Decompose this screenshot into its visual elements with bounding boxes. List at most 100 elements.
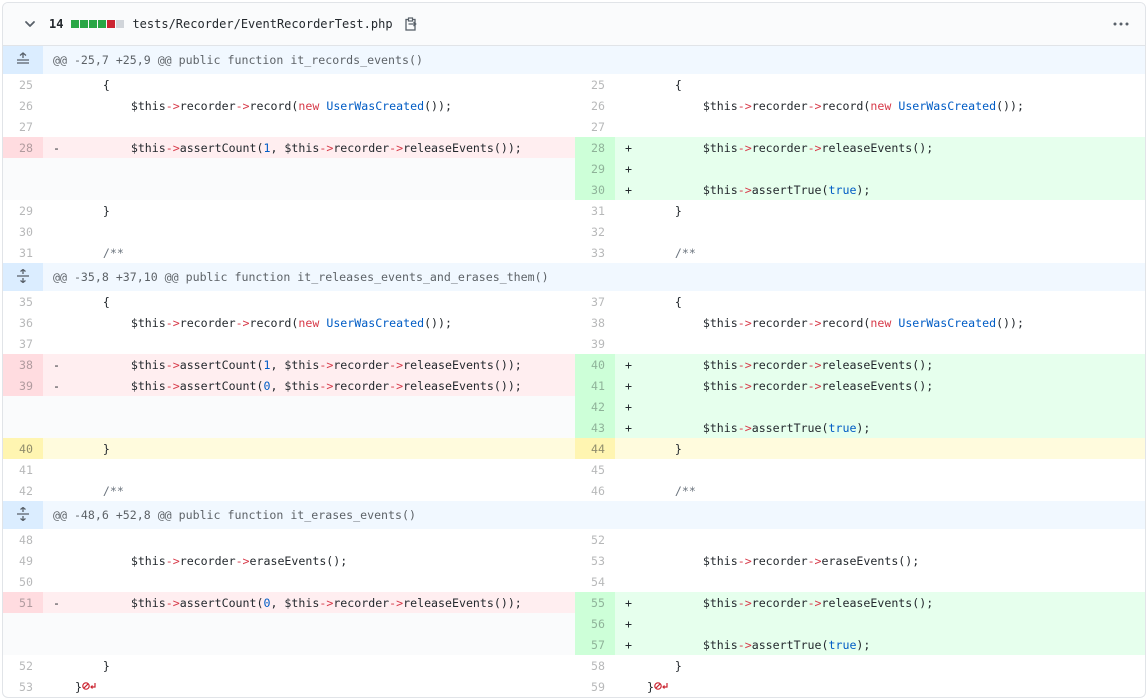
code-line-added: + $this->recorder->releaseEvents();: [615, 592, 1145, 613]
line-number-right[interactable]: 25: [591, 77, 605, 92]
line-number-right[interactable]: 54: [591, 574, 605, 589]
chevron-down-icon[interactable]: [21, 15, 39, 33]
line-number-right[interactable]: 26: [591, 98, 605, 113]
code-token: ->: [165, 315, 180, 330]
code-token: record(: [821, 98, 871, 113]
code-token: {: [75, 294, 110, 309]
code-token: {: [647, 294, 682, 309]
code-token: record(: [821, 315, 871, 330]
line-number-left[interactable]: 42: [19, 483, 33, 498]
diff-marker: +: [625, 637, 632, 652]
line-number-left[interactable]: 50: [19, 574, 33, 589]
code-line-left: [43, 571, 575, 592]
line-number-left[interactable]: 39: [3, 375, 43, 396]
line-number-left[interactable]: 38: [3, 354, 43, 375]
code-line-left: {: [43, 74, 575, 95]
code-token: $this: [75, 98, 166, 113]
kebab-horizontal-icon[interactable]: [1109, 12, 1133, 36]
line-number-right[interactable]: 33: [591, 245, 605, 260]
line-number-right[interactable]: 27: [591, 119, 605, 134]
code-line-right: }: [615, 676, 1145, 697]
line-number-right[interactable]: 44: [575, 438, 615, 459]
line-number-left[interactable]: 27: [19, 119, 33, 134]
line-number-right[interactable]: 30: [575, 179, 615, 200]
diff-row: 42 +: [3, 396, 1145, 417]
diff-row: 50 54: [3, 571, 1145, 592]
line-number-left[interactable]: 37: [19, 336, 33, 351]
line-number-right[interactable]: 29: [575, 158, 615, 179]
code-token: , $this: [270, 357, 320, 372]
code-token: assertTrue(: [751, 182, 829, 197]
code-line-empty: [43, 179, 575, 200]
code-line-right: [615, 221, 1145, 242]
line-number-right[interactable]: 43: [575, 417, 615, 438]
code-token: ());: [996, 98, 1024, 113]
line-number-left[interactable]: 51: [3, 592, 43, 613]
line-number-left[interactable]: 30: [19, 224, 33, 239]
line-number-left[interactable]: 48: [19, 532, 33, 547]
line-number-left[interactable]: 26: [19, 98, 33, 113]
line-number-left[interactable]: 35: [19, 294, 33, 309]
code-token: ->: [807, 140, 822, 155]
code-token: );: [856, 637, 871, 652]
code-token: assertTrue(: [751, 420, 829, 435]
code-token: ->: [807, 357, 822, 372]
line-number-empty: [3, 158, 43, 179]
diff-row: 36 $this->recorder->record(new UserWasCr…: [3, 312, 1145, 333]
code-token: eraseEvents();: [821, 553, 920, 568]
line-number-right[interactable]: 41: [575, 375, 615, 396]
code-line-left: /**: [43, 242, 575, 263]
line-number-empty: [3, 634, 43, 655]
code-token: new: [870, 315, 892, 330]
code-token: );: [856, 420, 871, 435]
code-token: UserWasCreated: [898, 315, 997, 330]
line-number-left[interactable]: 28: [3, 137, 43, 158]
code-line-right: [615, 571, 1145, 592]
line-number-right[interactable]: 45: [591, 462, 605, 477]
line-number-left[interactable]: 41: [19, 462, 33, 477]
code-token: ->: [807, 378, 822, 393]
file-path[interactable]: tests/Recorder/EventRecorderTest.php: [132, 17, 393, 31]
code-token: ->: [807, 553, 822, 568]
unfold-icon[interactable]: [3, 263, 43, 291]
line-number-right[interactable]: 58: [591, 658, 605, 673]
diff-row: 37 39: [3, 333, 1145, 354]
line-number-right[interactable]: 57: [575, 634, 615, 655]
diff-row: 41 45: [3, 459, 1145, 480]
unfold-icon[interactable]: [3, 501, 43, 529]
code-line-right: [615, 459, 1145, 480]
line-number-left[interactable]: 36: [19, 315, 33, 330]
code-token: ->: [389, 140, 404, 155]
line-number-left[interactable]: 40: [3, 438, 43, 459]
diff-row: 39- $this->assertCount(0, $this->recorde…: [3, 375, 1145, 396]
code-line-added: +: [615, 396, 1145, 417]
hunk-header-text: @@ -25,7 +25,9 @@ public function it_rec…: [43, 46, 1145, 74]
clipboard-icon[interactable]: [403, 16, 419, 32]
line-number-right[interactable]: 31: [591, 203, 605, 218]
code-line-left: [43, 529, 575, 550]
line-number-right[interactable]: 37: [591, 294, 605, 309]
line-number-right[interactable]: 42: [575, 396, 615, 417]
code-token: $this: [647, 315, 738, 330]
line-number-right[interactable]: 56: [575, 613, 615, 634]
line-number-right[interactable]: 59: [591, 679, 605, 694]
unfold-up-icon[interactable]: [3, 46, 43, 74]
line-number-right[interactable]: 39: [591, 336, 605, 351]
line-number-right[interactable]: 32: [591, 224, 605, 239]
line-number-right[interactable]: 55: [575, 592, 615, 613]
line-number-left[interactable]: 29: [19, 203, 33, 218]
line-number-left[interactable]: 25: [19, 77, 33, 92]
line-number-right[interactable]: 46: [591, 483, 605, 498]
line-number-left[interactable]: 53: [19, 679, 33, 694]
line-number-left[interactable]: 31: [19, 245, 33, 260]
line-number-right[interactable]: 53: [591, 553, 605, 568]
diff-marker: +: [625, 399, 632, 414]
line-number-right[interactable]: 52: [591, 532, 605, 547]
line-number-right[interactable]: 38: [591, 315, 605, 330]
line-number-left[interactable]: 52: [19, 658, 33, 673]
line-number-right[interactable]: 28: [575, 137, 615, 158]
line-number-right[interactable]: 40: [575, 354, 615, 375]
line-number-left[interactable]: 49: [19, 553, 33, 568]
code-line-left: [43, 221, 575, 242]
code-token: $this: [647, 378, 738, 393]
